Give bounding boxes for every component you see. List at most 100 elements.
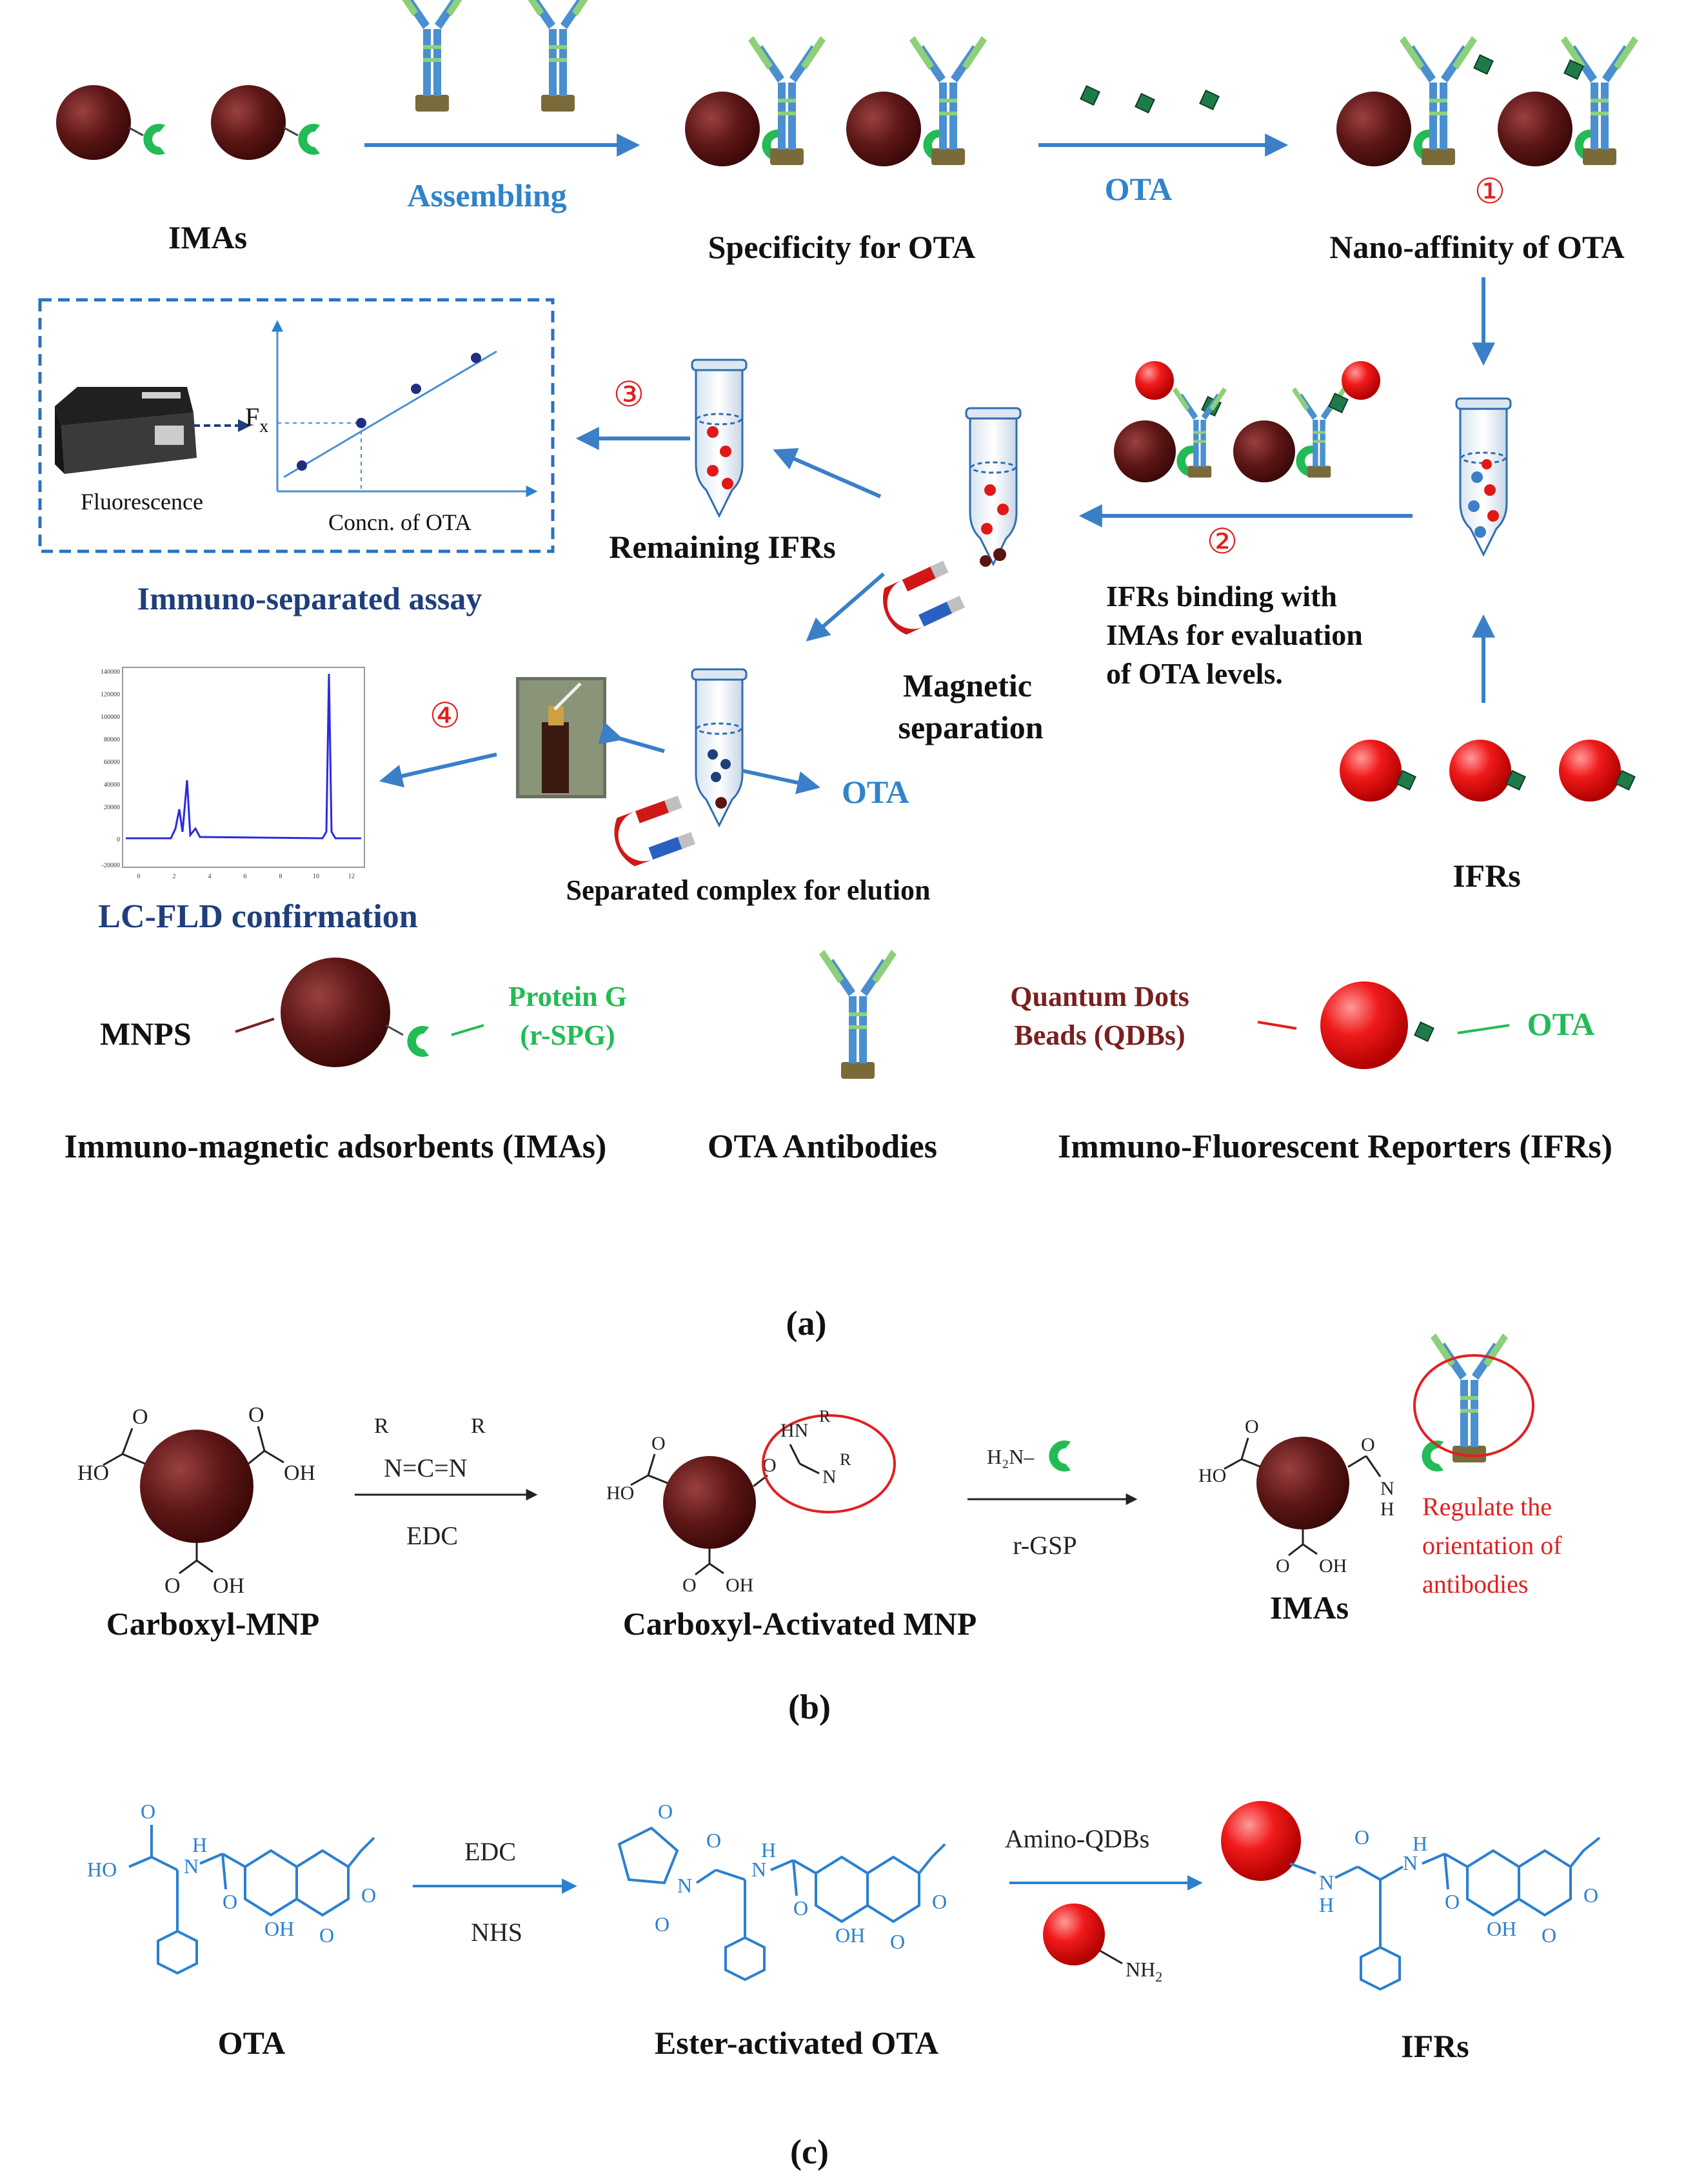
fluorescence-label: Fluorescence <box>81 489 203 515</box>
ota-molecule-icon <box>1199 90 1220 110</box>
separation-label: separation <box>898 709 1044 745</box>
qdb-bead <box>1559 740 1621 802</box>
qdb-abbrev-label: Beads (QDBs) <box>1014 1019 1185 1051</box>
mnp-bead <box>1336 92 1411 166</box>
svg-text:80000: 80000 <box>104 736 120 743</box>
svg-text:60000: 60000 <box>104 759 120 766</box>
nano-affinity-group: ① Nano-affinity of OTA <box>1329 36 1638 265</box>
antibody-icon <box>393 0 471 112</box>
assembling-label: Assembling <box>407 177 566 213</box>
ota-molecule-icon <box>1080 85 1100 106</box>
svg-text:O: O <box>361 1884 376 1907</box>
step-3-marker: ③ <box>613 375 644 414</box>
qdb-bead <box>1320 981 1408 1069</box>
svg-text:O: O <box>132 1405 148 1429</box>
ota-arrow-label: OTA <box>1105 171 1173 207</box>
protein-g-icon <box>143 124 165 155</box>
edc-label-b: EDC <box>406 1521 458 1550</box>
svg-text:O: O <box>1583 1884 1598 1907</box>
svg-text:H: H <box>1319 1893 1334 1916</box>
qdb-bead <box>1449 740 1511 802</box>
svg-text:O: O <box>1445 1890 1460 1913</box>
svg-text:O: O <box>1354 1825 1369 1849</box>
imas-label: IMAs <box>168 219 247 255</box>
mnp-bead <box>56 85 131 160</box>
svg-text:R: R <box>471 1414 486 1438</box>
antibody-icon <box>909 36 987 165</box>
svg-text:O: O <box>164 1574 181 1598</box>
svg-text:O: O <box>1542 1923 1556 1947</box>
to-lc-arrow <box>379 753 497 788</box>
caption-c: (c) <box>790 2132 829 2171</box>
magnet-icon <box>882 560 965 635</box>
qdb-bead <box>1340 740 1402 802</box>
caption-a: (a) <box>786 1304 827 1343</box>
legend: MNPS Protein G (r-SPG) Quantum Dots Bead… <box>64 950 1612 1165</box>
svg-text:OH: OH <box>1319 1555 1347 1577</box>
step-2-marker: ② <box>1207 522 1238 561</box>
orientation-circle <box>1413 1354 1534 1457</box>
ota-step: OTA <box>1038 85 1289 207</box>
imas-group: IMAs <box>56 85 320 255</box>
svg-text:O: O <box>793 1896 808 1920</box>
specificity-label: Specificity for OTA <box>708 229 976 265</box>
svg-text:antibodies: antibodies <box>1422 1569 1528 1599</box>
svg-text:O: O <box>1245 1416 1259 1437</box>
activated-mnp-label: Carboxyl-Activated MNP <box>623 1606 977 1642</box>
antibody-icon <box>519 0 597 112</box>
svg-text:O: O <box>141 1800 155 1823</box>
carboxyl-mnp: O HO O OH O OH <box>77 1403 315 1598</box>
protein-g-label: Protein G <box>508 981 627 1012</box>
svg-text:OH: OH <box>213 1574 244 1598</box>
assembling-step: Assembling <box>364 0 640 213</box>
svg-text:H: H <box>761 1838 776 1862</box>
elution-group: OTA Separated complex for elution <box>516 668 931 906</box>
panel-b: O HO O OH O OH Carboxyl-MNP R N=C=N R ED… <box>77 1333 1562 1726</box>
protein-g-icon <box>298 124 320 155</box>
svg-text:20000: 20000 <box>104 804 120 811</box>
svg-text:12: 12 <box>348 873 355 880</box>
regulate-text: Regulate the <box>1422 1492 1552 1521</box>
rgsp-label: r-GSP <box>1013 1531 1076 1560</box>
imas-product-label: IMAs <box>1270 1589 1349 1626</box>
svg-text:R: R <box>819 1407 831 1426</box>
ester-ota-structure: O N O O H N O OH O O <box>617 1800 947 1982</box>
amino-qdbs-label: Amino-QDBs <box>1005 1824 1149 1853</box>
svg-text:IMAs for evaluation: IMAs for evaluation <box>1106 618 1363 651</box>
svg-text:N: N <box>677 1874 692 1897</box>
ifrs-structure: N H O H N O OH O O <box>1221 1801 1601 1991</box>
remaining-ifrs-label: Remaining IFRs <box>609 529 835 565</box>
edc-nhs-step: EDC NHS <box>413 1837 577 1947</box>
svg-text:O: O <box>1361 1434 1375 1455</box>
assay-box: Fluorescence Fx Concn. of OTA Immuno-sep… <box>38 298 555 616</box>
svg-text:N: N <box>822 1466 837 1488</box>
svg-text:0: 0 <box>117 836 120 843</box>
qdb-bead <box>1043 1904 1105 1965</box>
ota-molecule-icon <box>1135 93 1155 113</box>
svg-text:OH: OH <box>726 1575 753 1596</box>
svg-text:OH: OH <box>264 1917 294 1940</box>
svg-text:N: N <box>1380 1478 1394 1499</box>
svg-text:R: R <box>374 1414 389 1438</box>
tube-icon <box>691 359 748 517</box>
imas-caption: Immuno-magnetic adsorbents (IMAs) <box>64 1128 607 1165</box>
svg-text:120000: 120000 <box>101 691 120 698</box>
antibody-icon <box>819 950 897 1079</box>
assay-title: Immuno-separated assay <box>137 580 482 616</box>
binding-text: IFRs binding with IMAs for evaluation of… <box>1106 580 1363 690</box>
reaction-tube <box>1455 397 1512 556</box>
ota-molecule-icon <box>1473 54 1494 75</box>
vial-photo <box>516 677 606 798</box>
svg-text:4: 4 <box>208 873 212 880</box>
nhs-label: NHS <box>471 1918 522 1947</box>
amino-qdbs-step: Amino-QDBs NH2 <box>1005 1824 1203 1985</box>
remaining-ifrs-tube: Remaining IFRs <box>609 359 836 565</box>
svg-text:0: 0 <box>137 873 141 880</box>
mnp-bead <box>211 85 286 160</box>
svg-text:NH2: NH2 <box>1126 1958 1162 1985</box>
svg-text:OH: OH <box>284 1461 315 1485</box>
step-1-marker: ① <box>1474 172 1505 211</box>
svg-text:HO: HO <box>606 1482 634 1504</box>
calibration-plot: Fx Concn. of OTA <box>245 320 538 535</box>
